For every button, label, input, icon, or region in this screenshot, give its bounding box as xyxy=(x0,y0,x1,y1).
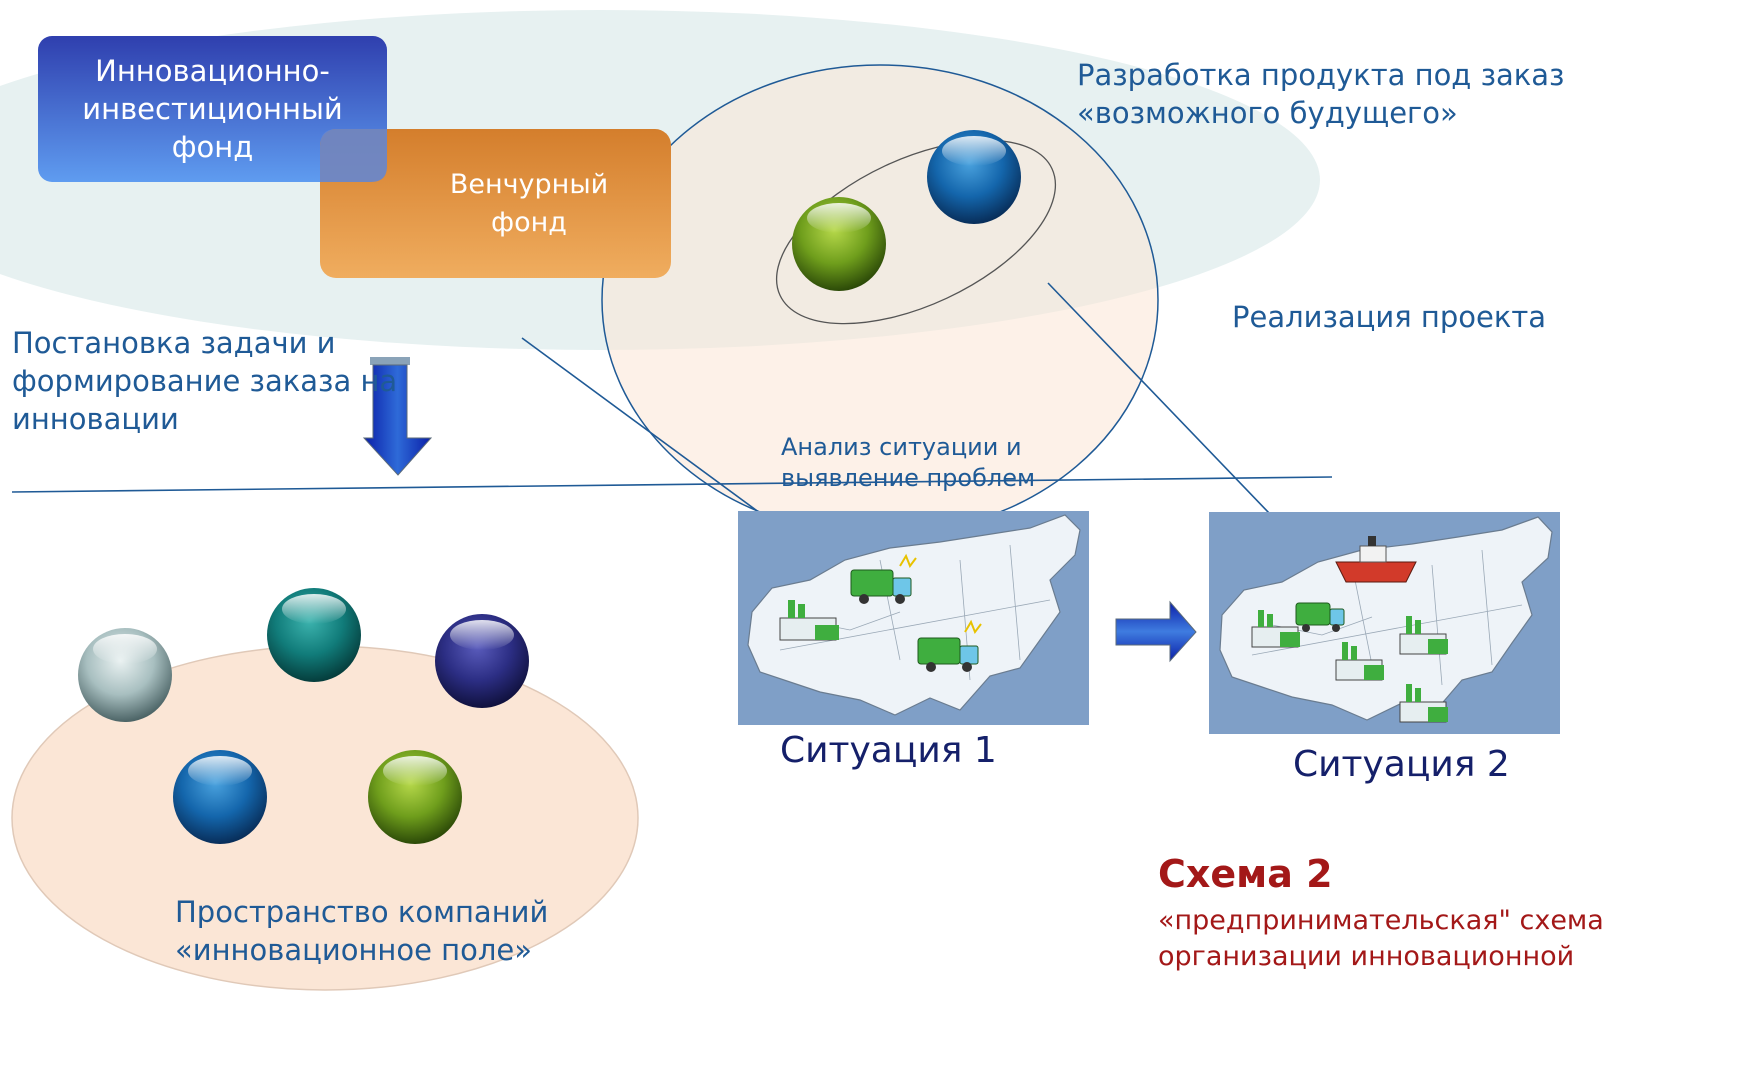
sphere-teal xyxy=(267,588,361,682)
sphere-green-top xyxy=(792,197,886,291)
innovation-fund-box xyxy=(38,36,387,182)
sphere-gray xyxy=(78,628,172,722)
situation-analysis-label: Анализ ситуации и выявление проблем xyxy=(781,433,1036,492)
product-development-label: Разработка продукта под заказ «возможног… xyxy=(1077,58,1565,130)
project-implementation-label: Реализация проекта xyxy=(1232,300,1547,334)
box-overlap xyxy=(320,129,387,182)
sphere-blue xyxy=(173,750,267,844)
scheme-title: Схема 2 xyxy=(1158,852,1333,896)
innovation-fund-label: Инновационно- инвестиционный фонд xyxy=(82,54,343,164)
company-space-label: Пространство компаний «инновационное пол… xyxy=(175,895,549,967)
venture-fund-box xyxy=(320,129,671,278)
product-ellipse xyxy=(775,139,1057,325)
connector-line xyxy=(521,337,761,514)
map-situation-2 xyxy=(1209,512,1560,734)
map-situation-1 xyxy=(738,511,1089,725)
right-arrow-icon xyxy=(1115,600,1197,663)
sphere-green xyxy=(368,750,462,844)
divider-line xyxy=(11,476,1333,493)
sphere-navy xyxy=(435,614,529,708)
sphere-blue-top xyxy=(927,130,1021,224)
situation-2-label: Ситуация 2 xyxy=(1293,744,1510,785)
task-setting-label: Постановка задачи и формирование заказа … xyxy=(12,326,398,436)
down-arrow-icon xyxy=(362,357,433,476)
situation-1-label: Ситуация 1 xyxy=(780,730,997,771)
scheme-subtitle: «предпринимательская" схема организации … xyxy=(1158,905,1604,972)
venture-fund-label: Венчурный фонд xyxy=(449,168,609,238)
